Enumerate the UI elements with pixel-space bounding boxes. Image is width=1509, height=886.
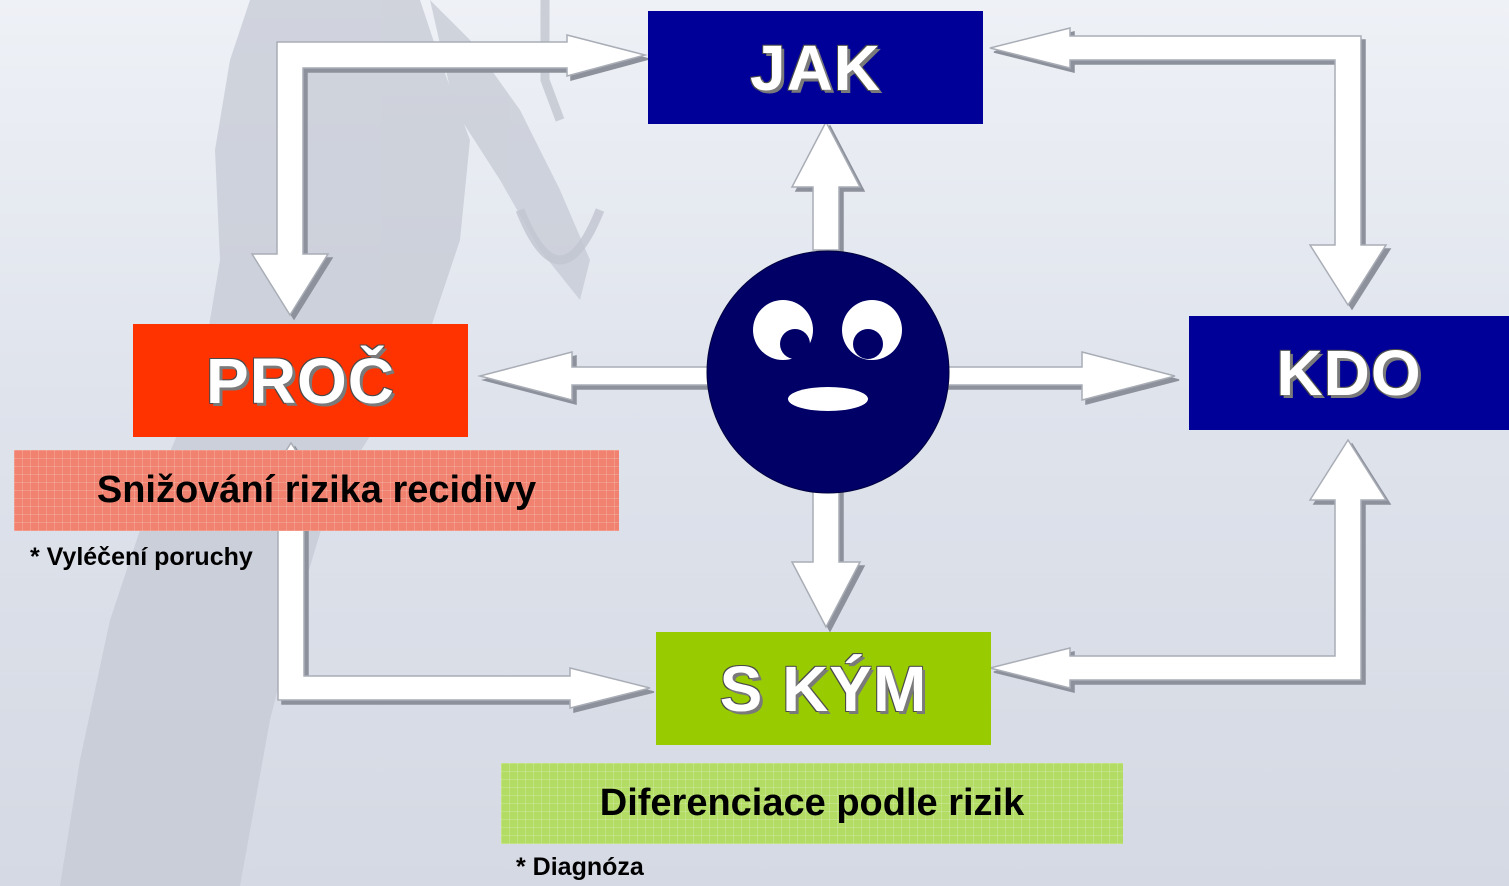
note-diagnosis: * Diagnóza bbox=[516, 853, 644, 881]
risk-reduction-band: Snižování rizika recidivy bbox=[14, 450, 619, 531]
node-kdo: KDO bbox=[1189, 316, 1509, 430]
arrow-center-to-kdo bbox=[939, 351, 1176, 401]
arrow-center-to-proc bbox=[477, 351, 711, 401]
node-proc: PROČ bbox=[133, 324, 468, 437]
arrow-center-to-jak bbox=[790, 120, 862, 251]
node-jak: JAK bbox=[648, 11, 983, 124]
arrow-kdo-to-skym bbox=[989, 438, 1388, 689]
arrow-center-to-skym bbox=[790, 469, 862, 629]
arrow-kdo-to-jak bbox=[989, 27, 1388, 307]
node-s-kym: S KÝM bbox=[656, 632, 991, 745]
center-face-icon bbox=[706, 250, 950, 494]
arrow-jak-to-proc bbox=[250, 34, 648, 317]
note-cure: * Vyléčení poruchy bbox=[30, 543, 253, 571]
differentiation-band: Diferenciace podle rizik bbox=[501, 763, 1123, 844]
